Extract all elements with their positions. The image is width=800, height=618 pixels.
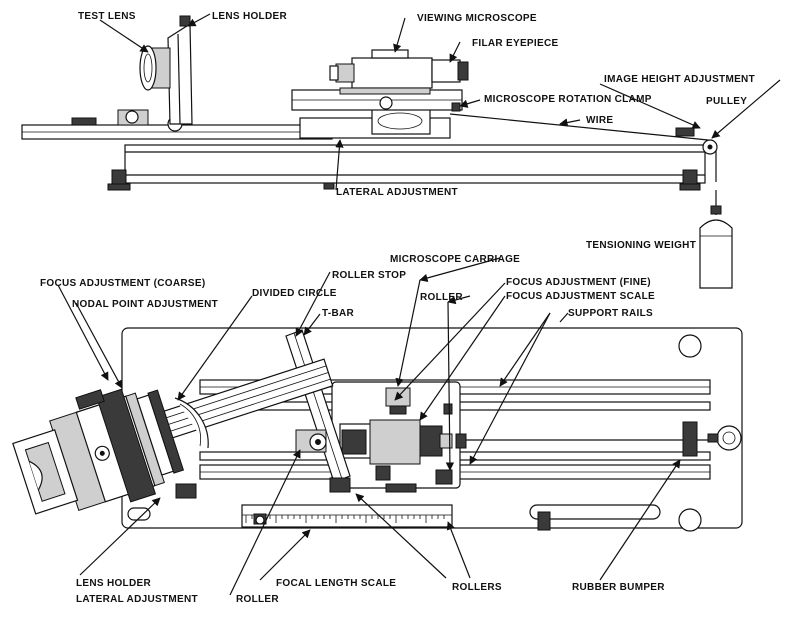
labels: TEST LENS LENS HOLDER VIEWING MICROSCOPE…	[40, 11, 755, 605]
label-image-height-adjustment: IMAGE HEIGHT ADJUSTMENT	[604, 74, 755, 85]
label-rollers: ROLLERS	[452, 582, 502, 593]
label-focus-adjustment-fine: FOCUS ADJUSTMENT (FINE)	[506, 277, 651, 288]
side-viewing-microscope	[329, 49, 469, 110]
leader-lines	[57, 13, 781, 596]
side-lens-holder	[139, 15, 193, 125]
label-lateral-adjustment-top: LATERAL ADJUSTMENT	[336, 187, 458, 198]
label-lens-holder-bottom: LENS HOLDER	[76, 578, 151, 589]
label-lateral-adjustment-bottom: LATERAL ADJUSTMENT	[76, 594, 198, 605]
label-tensioning-weight: TENSIONING WEIGHT	[586, 240, 696, 251]
label-nodal-point-adjustment: NODAL POINT ADJUSTMENT	[72, 299, 218, 310]
label-pulley: PULLEY	[706, 96, 747, 107]
focal-length-scale	[241, 504, 453, 528]
label-microscope-carriage: MICROSCOPE CARRIAGE	[390, 254, 520, 265]
label-wire: WIRE	[586, 115, 613, 126]
label-t-bar: T-BAR	[322, 308, 355, 319]
plan-microscope-carriage	[331, 381, 467, 493]
label-rubber-bumper: RUBBER BUMPER	[572, 582, 665, 593]
label-focus-adjustment-coarse: FOCUS ADJUSTMENT (COARSE)	[40, 278, 205, 289]
plan-rubber-bumper	[682, 421, 742, 457]
label-divided-circle: DIVIDED CIRCLE	[252, 288, 337, 299]
side-feet	[107, 169, 701, 191]
side-view	[21, 15, 733, 289]
label-test-lens: TEST LENS	[78, 11, 136, 22]
label-viewing-microscope: VIEWING MICROSCOPE	[417, 13, 537, 24]
label-roller-bottom: ROLLER	[236, 594, 279, 605]
label-roller-top: ROLLER	[420, 292, 463, 303]
label-microscope-rotation-clamp: MICROSCOPE ROTATION CLAMP	[484, 94, 652, 105]
tensioning-weight	[699, 205, 733, 289]
side-base-bed	[124, 144, 706, 184]
plan-lens-holder-assembly	[12, 358, 334, 515]
side-pulley	[702, 139, 718, 205]
label-focus-adjustment-scale: FOCUS ADJUSTMENT SCALE	[506, 291, 655, 302]
plan-divided-circle	[174, 397, 209, 449]
plan-mount-hole	[678, 334, 702, 358]
label-filar-eyepiece: FILAR EYEPIECE	[472, 38, 558, 49]
side-rotation-clamp	[451, 102, 461, 112]
label-lens-holder-top: LENS HOLDER	[212, 11, 287, 22]
label-support-rails: SUPPORT RAILS	[568, 308, 653, 319]
label-focal-length-scale: FOCAL LENGTH SCALE	[276, 578, 396, 589]
plan-view	[12, 327, 743, 532]
label-roller-stop: ROLLER STOP	[332, 270, 406, 281]
side-wire	[449, 113, 709, 141]
